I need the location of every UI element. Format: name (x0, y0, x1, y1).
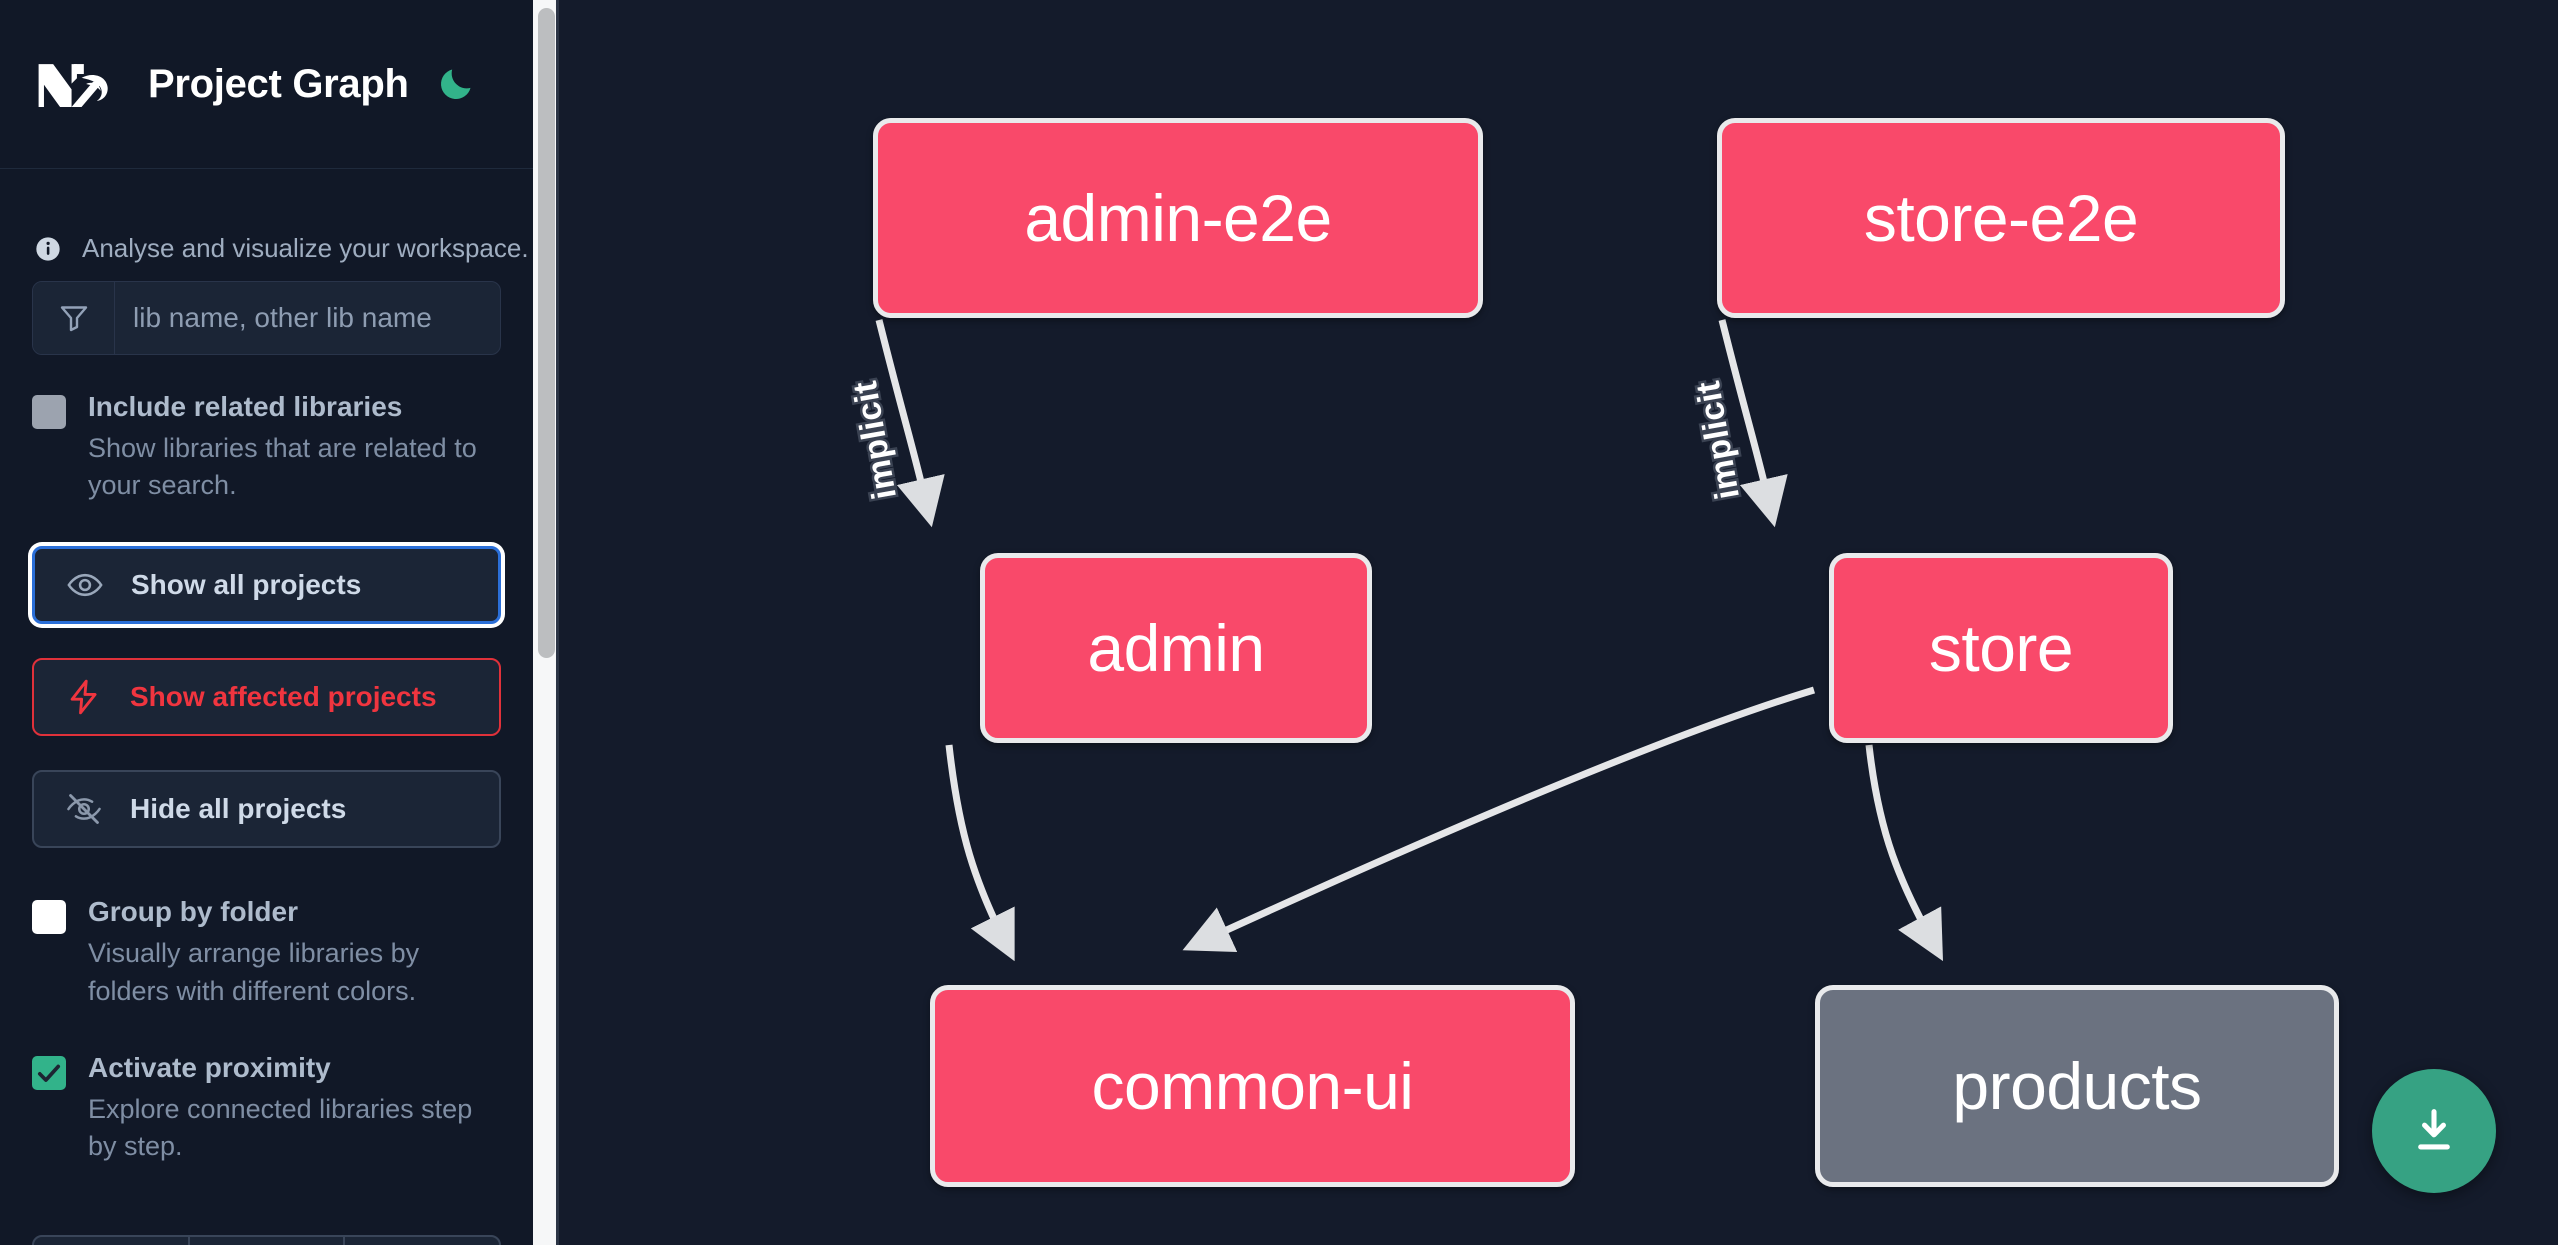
checkbox-label: Group by folder (88, 896, 298, 928)
checkbox-group-by-folder[interactable]: Group by folder Visually arrange librari… (32, 848, 501, 1009)
eye-off-icon (64, 789, 104, 829)
graph-node-label: admin-e2e (1024, 181, 1332, 255)
bottom-button-3[interactable] (345, 1237, 499, 1245)
checkbox-box[interactable] (32, 900, 66, 935)
download-button[interactable] (2372, 1069, 2496, 1193)
graph-edges: implicit implicit (843, 319, 1944, 962)
analyse-hint: Analyse and visualize your workspace. (32, 169, 529, 281)
bottom-button-group-partial[interactable] (32, 1235, 501, 1245)
edge-store-common-ui (1182, 686, 1816, 953)
sidebar-divider (556, 0, 559, 1245)
checkbox-label: Include related libraries (88, 391, 403, 422)
hide-all-projects-label: Hide all projects (130, 793, 347, 825)
checkbox-box[interactable] (32, 1055, 66, 1090)
nx-logo (34, 56, 126, 112)
eye-icon (65, 565, 105, 605)
search-input[interactable] (115, 282, 500, 354)
sidebar-body: Analyse and visualize your workspace. In… (0, 169, 533, 1165)
graph-node-store-e2e[interactable]: store-e2e (1717, 118, 2285, 318)
checkbox-label: Activate proximity (88, 1051, 331, 1083)
checkbox-description: Show libraries that are related to your … (88, 432, 477, 501)
analyse-text: Analyse and visualize your workspace. (82, 233, 529, 263)
graph-node-label: common-ui (1091, 1049, 1414, 1123)
hide-all-projects-button[interactable]: Hide all projects (32, 770, 501, 849)
sidebar-scroll-area: Project Graph Analy (0, 0, 533, 1245)
graph-node-common-ui[interactable]: common-ui (930, 985, 1575, 1187)
checkbox-activate-proximity[interactable]: Activate proximity Explore connected lib… (32, 1010, 501, 1165)
checkbox-description: Explore connected libraries step by step… (88, 1093, 473, 1162)
edge-admin-e2e-admin (875, 319, 945, 528)
filter-icon[interactable] (33, 282, 115, 354)
edge-admin-common-ui (945, 744, 1015, 962)
page-title: Project Graph (148, 61, 409, 106)
graph-node-label: store (1928, 611, 2074, 685)
show-all-projects-label: Show all projects (131, 569, 362, 601)
show-affected-projects-label: Show affected projects (130, 681, 437, 713)
graph-node-admin[interactable]: admin (980, 553, 1372, 743)
bottom-button-2[interactable] (190, 1237, 346, 1245)
graph-node-products[interactable]: products (1815, 985, 2339, 1187)
edge-store-products (1865, 744, 1944, 962)
sidebar: Project Graph Analy (0, 0, 559, 1245)
graph-node-admin-e2e[interactable]: admin-e2e (873, 118, 1483, 318)
project-action-buttons: Show all projects Show affected projects (32, 504, 501, 849)
sidebar-scrollbar-thumb[interactable] (538, 8, 555, 658)
graph-node-label: store-e2e (1863, 181, 2139, 255)
checkbox-box[interactable] (32, 395, 66, 429)
graph-node-store[interactable]: store (1829, 553, 2173, 743)
edge-store-e2e-store (1718, 319, 1788, 528)
moon-icon[interactable] (435, 63, 477, 105)
checkbox-include-related-libraries[interactable]: Include related libraries Show libraries… (32, 355, 501, 504)
sidebar-header: Project Graph (0, 0, 533, 169)
download-icon (2418, 1109, 2450, 1150)
sidebar-scrollbar[interactable] (533, 0, 559, 1245)
lightning-icon (64, 677, 104, 717)
graph-node-label: products (1952, 1049, 2202, 1123)
info-icon (34, 235, 62, 263)
checkbox-description: Visually arrange libraries by folders wi… (88, 938, 420, 1006)
graph-canvas[interactable]: implicit implicit admin-e2e store-e2e ad… (559, 0, 2558, 1245)
graph-node-label: admin (1087, 611, 1265, 685)
show-all-projects-button[interactable]: Show all projects (32, 546, 501, 625)
bottom-button-1[interactable] (34, 1237, 190, 1245)
search-box (32, 281, 501, 355)
show-affected-projects-button[interactable]: Show affected projects (32, 658, 501, 737)
